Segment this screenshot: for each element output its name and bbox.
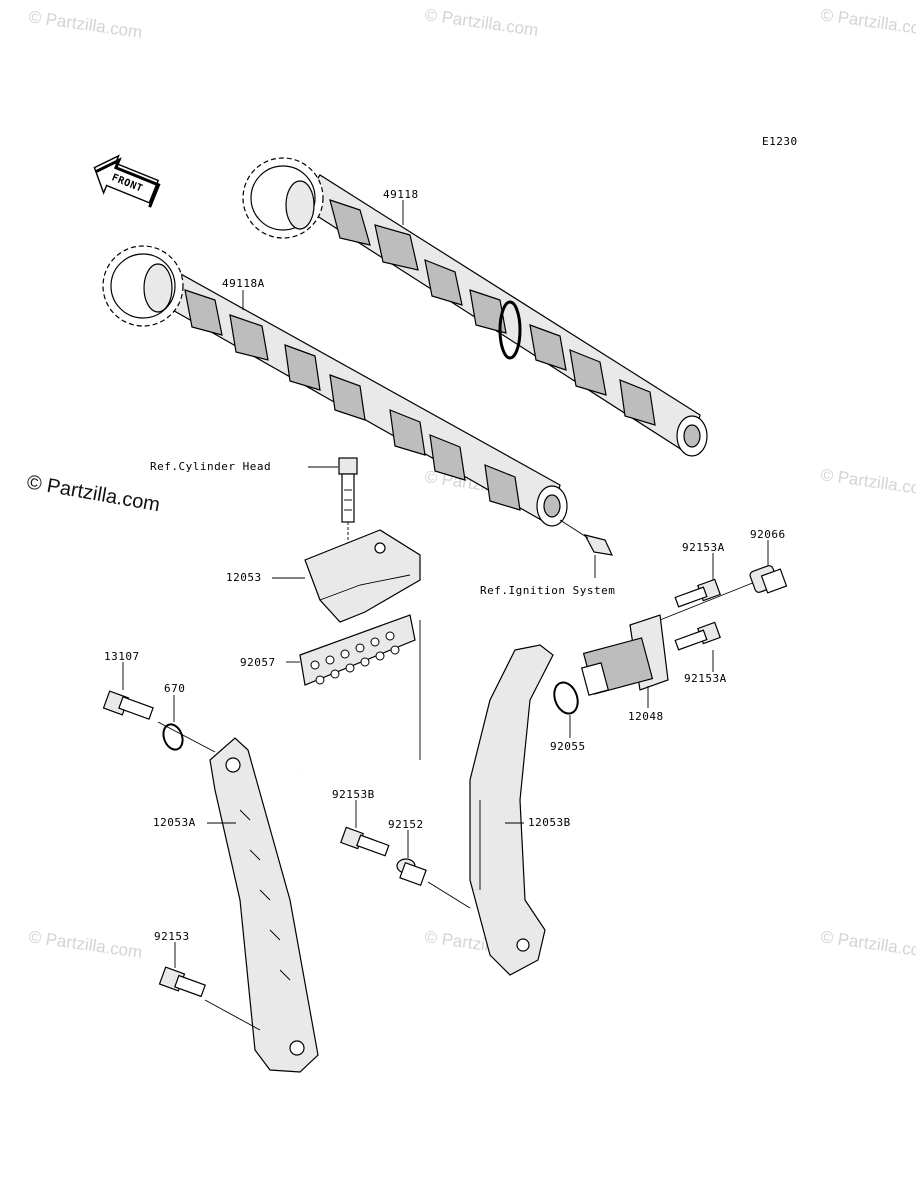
watermark: © Partzilla.com xyxy=(423,5,539,40)
label-ref-cylinder-head: Ref.Cylinder Head xyxy=(150,460,271,473)
o-ring-92055 xyxy=(553,681,579,715)
leader-lines xyxy=(122,200,769,968)
label-92057: 92057 xyxy=(240,656,276,669)
label-92153A-bottom: 92153A xyxy=(684,672,727,685)
label-92153: 92153 xyxy=(154,930,190,943)
label-12053A: 12053A xyxy=(153,816,196,829)
bolt-92153B xyxy=(340,826,390,857)
label-49118: 49118 xyxy=(383,188,419,201)
collar-92152 xyxy=(396,858,471,909)
chain-guide-12053A xyxy=(209,737,319,1073)
label-12053B: 12053B xyxy=(528,816,571,829)
chain-guide-12053B xyxy=(469,644,554,976)
label-92066: 92066 xyxy=(750,528,786,541)
camshaft-intake-49118A xyxy=(102,245,568,527)
bolt-92153A-upper xyxy=(674,578,721,608)
label-12053: 12053 xyxy=(226,571,262,584)
bolt-13107 xyxy=(102,690,216,753)
bolt-92153A-lower xyxy=(674,621,721,651)
label-13107: 13107 xyxy=(104,650,140,663)
label-92153B: 92153B xyxy=(332,788,375,801)
cam-lobes xyxy=(184,289,521,511)
part-labels: 49118 49118A Ref.Cylinder Head Ref.Ignit… xyxy=(104,188,786,943)
cam-lobes xyxy=(329,199,656,426)
diagram-code: E1230 xyxy=(762,135,798,148)
label-49118A: 49118A xyxy=(222,277,265,290)
label-92152: 92152 xyxy=(388,818,424,831)
label-92055: 92055 xyxy=(550,740,586,753)
label-ref-ignition-system: Ref.Ignition System xyxy=(480,584,615,597)
chain-guide-12053 xyxy=(304,529,421,623)
watermark: © Partzilla.com xyxy=(27,7,143,42)
watermark: © Partzilla.com xyxy=(819,465,916,500)
cam-chain-92057 xyxy=(279,614,456,776)
label-670: 670 xyxy=(164,682,185,695)
label-12048: 12048 xyxy=(628,710,664,723)
bolt-92153 xyxy=(158,966,261,1031)
label-92153A-top: 92153A xyxy=(682,541,725,554)
camshaft-exhaust-49118 xyxy=(242,157,708,457)
watermark: © Partzilla.com xyxy=(819,927,916,962)
ignition-rotor-ref xyxy=(559,519,614,556)
main-watermark: © Partzilla.com xyxy=(25,471,162,516)
cap-bolt-92066 xyxy=(749,565,788,594)
front-arrow-icon: FRONT xyxy=(93,154,161,208)
o-ring-670 xyxy=(162,723,184,751)
cam-chain-tensioner-12048 xyxy=(580,579,761,696)
watermark: © Partzilla.com xyxy=(27,927,143,962)
cylinder-head-bolt xyxy=(338,457,358,610)
watermark: © Partzilla.com xyxy=(819,5,916,40)
